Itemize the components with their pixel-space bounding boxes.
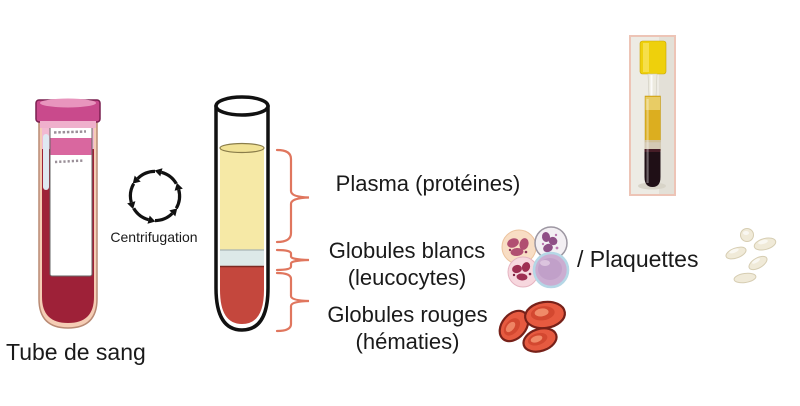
wbc-label-line1: Globules blancs	[328, 238, 486, 263]
separated-tube-illustration	[214, 95, 270, 332]
white-blood-cells-illustration	[501, 226, 570, 289]
rbc-label-line2: (hématies)	[355, 329, 460, 354]
rotation-arrows-icon	[127, 168, 183, 224]
plasma-surface	[219, 142, 265, 154]
tube-cap-top	[40, 98, 96, 108]
rbc-brace	[275, 271, 310, 333]
red-blood-cells-illustration	[498, 300, 566, 353]
photo-blood-layer	[644, 149, 661, 187]
glass-highlight	[43, 134, 49, 190]
buffy-brace	[275, 248, 310, 272]
label-scribble	[54, 159, 85, 164]
plasma-label: Plasma (protéines)	[335, 171, 521, 196]
label-pink-stripe	[50, 138, 92, 155]
tube-mouth	[214, 95, 270, 117]
process-label: Centrifugation	[110, 229, 198, 245]
source-tube-label: Tube de sang	[6, 339, 146, 365]
photo-content	[631, 37, 674, 194]
tube-cap-collar	[40, 121, 96, 128]
platelets-label: / Plaquettes	[577, 246, 699, 272]
plasma-layer	[220, 148, 264, 250]
rbc-label-line1: Globules rouges	[327, 302, 488, 327]
buffy-coat-layer	[220, 250, 264, 266]
whole-blood-tube-illustration	[35, 98, 101, 329]
photo-glass-highlight	[646, 99, 649, 183]
label-scribble	[53, 130, 87, 134]
wbc-label-line2: (leucocytes)	[347, 265, 467, 290]
platelets-illustration	[725, 228, 777, 284]
centrifuged-tube-photo	[629, 35, 676, 196]
red-cell-layer	[220, 266, 264, 324]
layer-braces	[275, 148, 310, 333]
photo-interface-haze	[644, 140, 661, 151]
rbc-label: Globules rouges (hématies)	[320, 301, 495, 355]
plasma-brace	[275, 148, 310, 244]
wbc-label: Globules blancs (leucocytes)	[322, 237, 492, 291]
